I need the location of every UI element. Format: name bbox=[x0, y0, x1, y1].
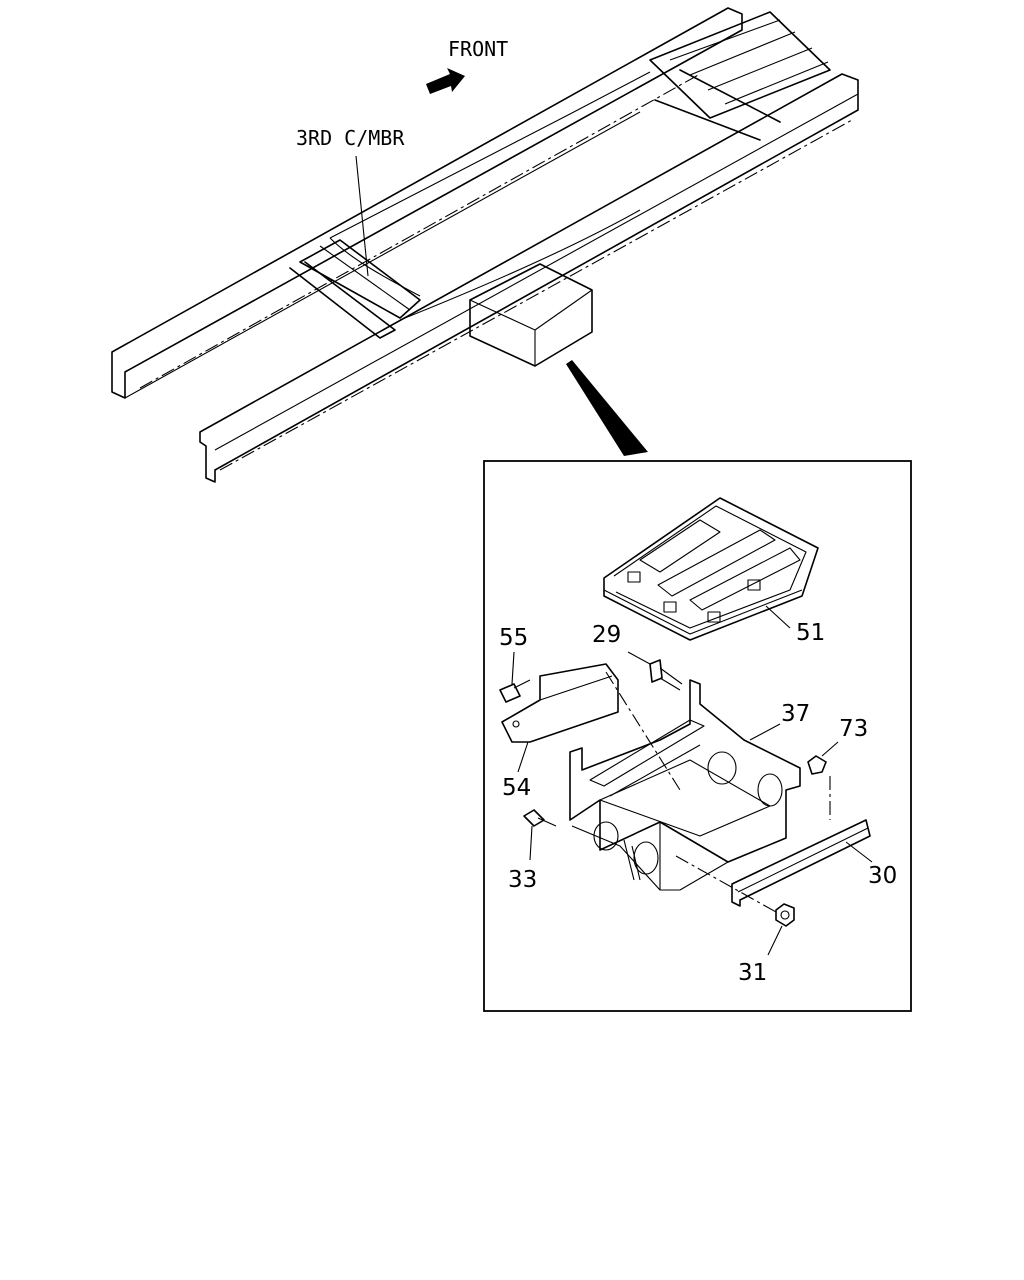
detail-frame bbox=[483, 460, 912, 1012]
callout-33: 33 bbox=[508, 867, 537, 893]
leader-73 bbox=[821, 741, 839, 757]
battery-tray bbox=[603, 497, 819, 641]
leader-29 bbox=[627, 651, 651, 665]
bolt-29 bbox=[649, 659, 683, 691]
leader-54 bbox=[517, 741, 529, 773]
detail-pointer bbox=[566, 360, 648, 456]
bracket-54 bbox=[501, 663, 619, 743]
leader-51 bbox=[765, 605, 791, 629]
third-cross-member-leader bbox=[355, 155, 369, 277]
front-arrow-icon bbox=[426, 68, 465, 94]
leader-37 bbox=[749, 723, 781, 741]
third-cross-member-label: 3RD C/MBR bbox=[296, 126, 405, 150]
nut-73 bbox=[807, 755, 827, 775]
front-label: FRONT bbox=[448, 37, 508, 61]
chassis-frame bbox=[111, 7, 859, 483]
callout-30: 30 bbox=[868, 863, 897, 889]
nut-31 bbox=[775, 903, 795, 927]
callout-54: 54 bbox=[502, 775, 531, 801]
callout-37: 37 bbox=[781, 701, 810, 727]
callout-31: 31 bbox=[738, 960, 767, 986]
leader-31 bbox=[767, 925, 783, 956]
leader-30 bbox=[845, 841, 873, 863]
callout-29: 29 bbox=[592, 622, 621, 648]
bolt-33 bbox=[523, 809, 557, 827]
callout-55: 55 bbox=[499, 625, 528, 651]
rail-30 bbox=[731, 819, 871, 907]
callout-73: 73 bbox=[839, 716, 868, 742]
battery-carrier bbox=[569, 679, 801, 891]
leader-33 bbox=[529, 825, 533, 861]
leader-55 bbox=[511, 651, 515, 685]
callout-51: 51 bbox=[796, 620, 825, 646]
bolt-55 bbox=[499, 679, 531, 703]
